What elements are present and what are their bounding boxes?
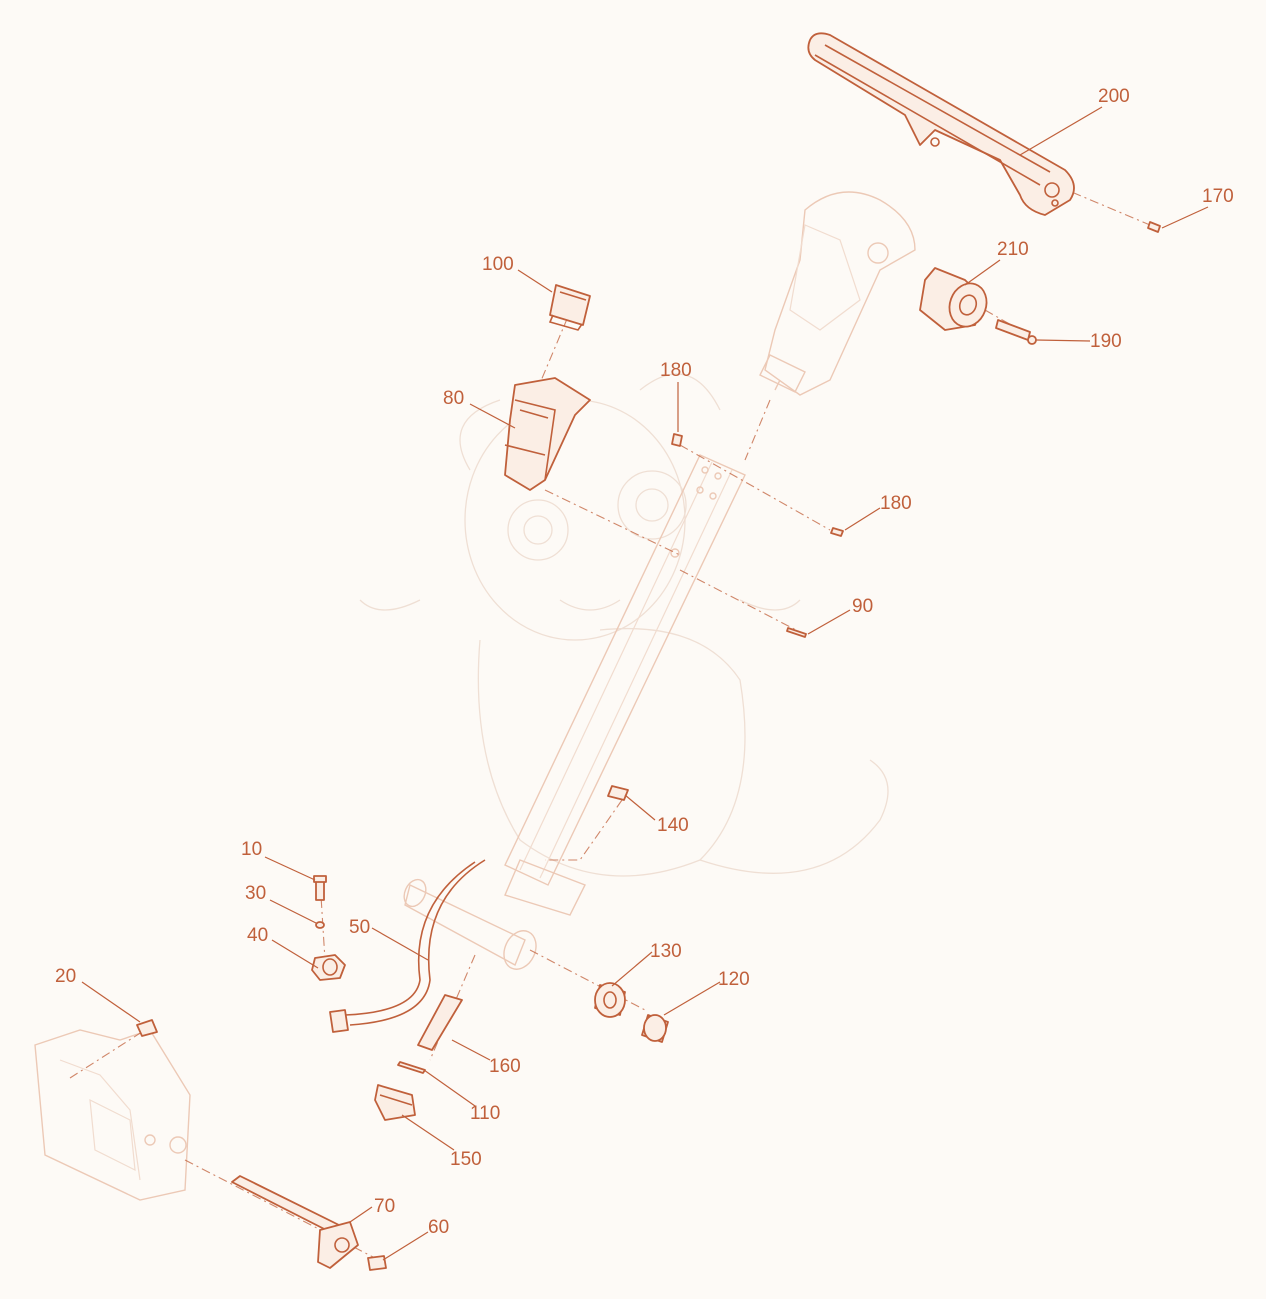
part-bushing-120 [641, 1014, 669, 1043]
part-bolt-10 [313, 875, 327, 901]
part-sleeve-160 [417, 994, 463, 1051]
callout-50: 50 [349, 917, 370, 938]
callout-100: 100 [482, 254, 514, 275]
callout-40: 40 [247, 925, 268, 946]
callout-150: 150 [450, 1149, 482, 1170]
callout-180-top: 180 [660, 360, 692, 381]
callout-180-right: 180 [880, 493, 912, 514]
swivel-head [759, 191, 916, 396]
cross-tube [403, 878, 537, 970]
callout-140: 140 [657, 815, 689, 836]
mast-tube [504, 454, 746, 916]
part-pin-90 [786, 627, 807, 638]
part-axle-70 [231, 1175, 359, 1269]
dragon-watermark [359, 373, 889, 877]
leader-lines [81, 106, 1209, 1261]
part-screw-180b [830, 527, 844, 537]
part-nut-60 [367, 1255, 387, 1271]
part-clamp-40 [311, 954, 346, 981]
callout-90: 90 [852, 596, 873, 617]
callout-210: 210 [997, 239, 1029, 260]
callout-20: 20 [55, 966, 76, 987]
callout-10: 10 [241, 839, 262, 860]
callout-190: 190 [1090, 331, 1122, 352]
callout-60: 60 [428, 1217, 449, 1238]
part-washer-30 [315, 921, 325, 929]
part-clip-140 [607, 785, 629, 801]
part-roller-210 [919, 267, 988, 331]
callout-120: 120 [718, 969, 750, 990]
part-bolt-190 [995, 319, 1037, 345]
part-washer-110 [397, 1061, 426, 1074]
callout-110: 110 [470, 1103, 500, 1124]
part-switch-100 [548, 284, 591, 331]
callout-170: 170 [1202, 186, 1234, 207]
callout-200: 200 [1098, 86, 1130, 107]
part-pedal-150 [374, 1084, 416, 1121]
part-handle-200 [807, 32, 1075, 216]
base-bracket [34, 1029, 191, 1201]
part-cover-80 [504, 377, 591, 491]
part-bolt-20 [136, 1019, 158, 1037]
callout-30: 30 [245, 883, 266, 904]
callout-160: 160 [489, 1056, 521, 1077]
assembly-axes [69, 184, 1151, 1259]
callout-130: 130 [650, 941, 682, 962]
part-bolt-170 [1147, 221, 1161, 233]
callout-70: 70 [374, 1196, 395, 1217]
callout-labels: 200 170 210 190 100 80 180 180 90 140 10… [55, 86, 1234, 1238]
part-spacer-130 [594, 982, 626, 1018]
part-screw-180a [671, 433, 683, 447]
part-hose-50 [329, 859, 486, 1033]
callout-80: 80 [443, 388, 464, 409]
